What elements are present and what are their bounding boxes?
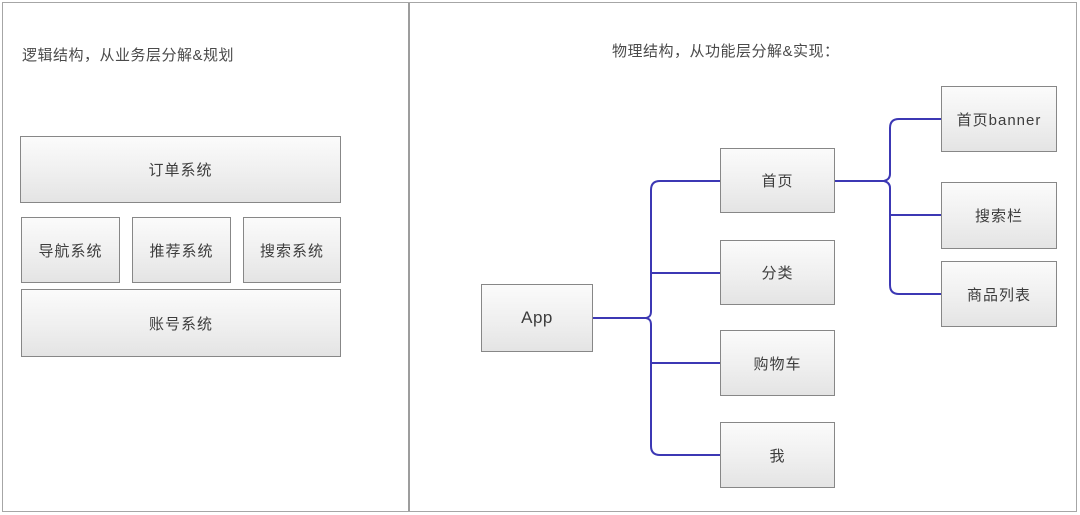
node-label: 推荐系统 [149,242,214,260]
node-search-system: 搜索系统 [243,217,341,283]
node-label: 账号系统 [148,315,213,333]
node-shopping-cart: 购物车 [720,330,835,396]
node-label: 搜索系统 [259,242,324,260]
node-category: 分类 [720,240,835,305]
node-label: 购物车 [753,355,802,373]
node-order-system: 订单系统 [20,136,341,203]
node-home-banner: 首页banner [941,86,1057,152]
connector-app-down [645,317,721,456]
panel-divider-line [408,3,410,511]
node-label: 首页banner [956,111,1042,129]
node-app-root: App [481,284,593,352]
node-home: 首页 [720,148,835,213]
connector-home-down [883,180,942,295]
node-label: 导航系统 [38,242,103,260]
node-account-system: 账号系统 [21,289,341,357]
node-navigation-system: 导航系统 [21,217,120,283]
node-search-bar: 搜索栏 [941,182,1057,249]
node-label: 搜索栏 [974,208,1023,225]
connector-app-up [592,180,721,319]
node-label: App [521,308,553,327]
node-label: 我 [769,447,786,465]
node-label: 首页 [761,173,794,190]
node-label: 分类 [761,265,794,282]
node-product-list: 商品列表 [941,261,1057,327]
node-me: 我 [720,422,835,488]
node-recommendation-system: 推荐系统 [132,217,231,283]
right-panel-title: 物理结构，从功能层分解&实现： [612,43,840,60]
node-label: 订单系统 [148,162,213,179]
left-panel-title: 逻辑结构，从业务层分解&规划 [22,47,235,64]
node-label: 商品列表 [966,286,1031,304]
connector-home-up [834,118,942,182]
